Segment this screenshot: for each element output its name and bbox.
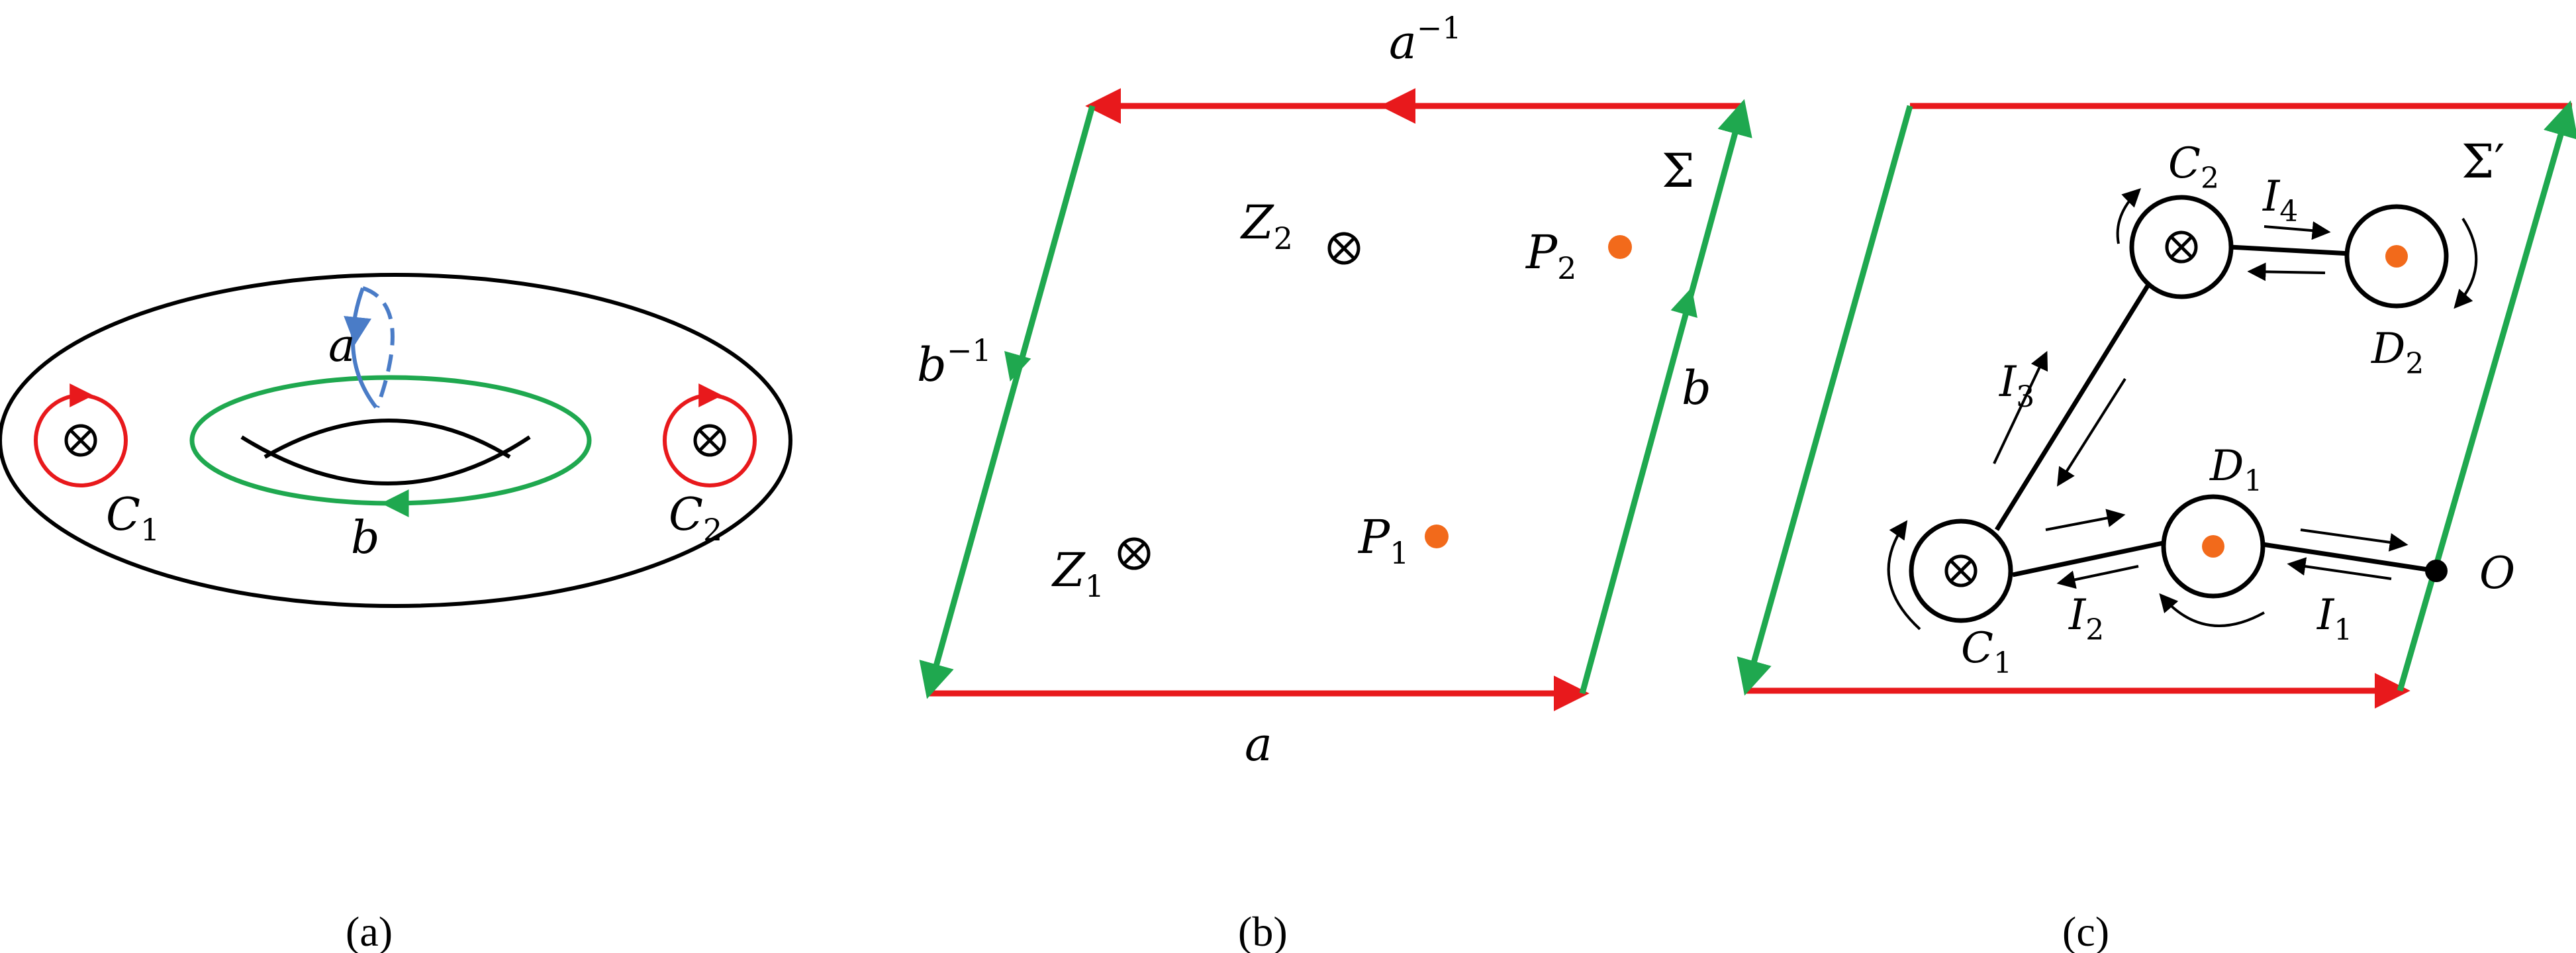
otimes-icon: [1327, 232, 1360, 265]
arrow-I2-out: [2045, 509, 2126, 531]
rotation-arrow-D1: [2159, 593, 2265, 627]
point-P2: [1608, 235, 1632, 259]
label-edge-bottom: a: [1245, 717, 1272, 772]
arrow-I4-in: [2247, 262, 2326, 281]
label-Z1: Z1: [1051, 543, 1104, 604]
path-I4: [2229, 244, 2351, 256]
point-D1: [2202, 535, 2224, 558]
loop-a-arrow: [344, 316, 371, 345]
rotation-arrow-C2: [2116, 188, 2142, 244]
arrow-I1-out: [2300, 528, 2409, 552]
edge-left-c: [1737, 105, 1913, 696]
path-I1: [2262, 542, 2437, 574]
label-edge-left: b−1: [917, 332, 992, 392]
torus-outline: [0, 273, 792, 608]
edge-right: [1579, 99, 1752, 695]
torus-hole-upper: [263, 419, 511, 459]
label-Z2: Z2: [1240, 195, 1293, 256]
otimes-icon: [1944, 554, 1978, 587]
caption-c: (c): [2062, 908, 2109, 953]
arrow-I3-up: [1993, 350, 2048, 464]
point-O: [2425, 560, 2448, 582]
label-loop-a: a: [328, 320, 356, 372]
loop-a-front: [350, 287, 378, 409]
label-I2: I2: [2068, 591, 2104, 647]
torus-hole-lower: [240, 435, 531, 485]
label-edge-top: a−1: [1389, 10, 1462, 70]
path-I2: [2012, 540, 2164, 577]
label-surface-sigma-prime: Σ′: [2461, 134, 2504, 189]
label-I1: I1: [2316, 591, 2352, 647]
loop-a-back: [362, 286, 395, 409]
label-surface-sigma: Σ: [1662, 144, 1695, 198]
arrow-I3-down: [2057, 377, 2126, 487]
caption-b: (b): [1238, 908, 1288, 953]
label-C2-a: C2: [669, 489, 722, 548]
point-P1: [1425, 525, 1449, 548]
label-D1: D1: [2209, 442, 2262, 498]
otimes-icon: [693, 424, 726, 457]
label-C1-c: C1: [1961, 624, 2012, 680]
edge-left-mid-arrow: [1004, 350, 1031, 382]
label-C2-c: C2: [2168, 139, 2219, 195]
point-D2: [2385, 245, 2408, 268]
edge-left: [919, 105, 1096, 699]
otimes-icon: [64, 424, 97, 457]
rotation-arrow-C1: [1887, 520, 1921, 630]
edge-right-c: [2397, 100, 2576, 692]
otimes-icon: [2165, 230, 2198, 264]
panel-a: a b C1 C2 (a): [0, 273, 792, 953]
edge-right-mid-arrow: [1670, 287, 1697, 319]
panel-b: a−1 a b−1 b Σ Z2 Z1 P2: [917, 10, 1752, 953]
label-loop-b: b: [351, 512, 380, 564]
label-C1-a: C1: [106, 489, 160, 548]
path-I3: [1995, 283, 2150, 531]
otimes-icon: [1118, 537, 1151, 570]
arrow-I4-out: [2264, 221, 2331, 240]
arrow-I1-in: [2287, 557, 2392, 580]
caption-a: (a): [346, 908, 393, 953]
label-I3: I3: [1999, 358, 2034, 414]
label-P2: P2: [1525, 225, 1576, 286]
label-P1: P1: [1357, 510, 1409, 571]
panel-c: Σ′ C2 D2 C1: [1737, 100, 2576, 953]
rotation-arrow-D2: [2454, 217, 2478, 309]
label-origin-O: O: [2479, 548, 2515, 599]
label-edge-right: b: [1682, 361, 1711, 415]
arrow-I2-in: [2056, 565, 2139, 589]
label-I4: I4: [2262, 172, 2298, 228]
label-D2: D2: [2371, 325, 2424, 381]
